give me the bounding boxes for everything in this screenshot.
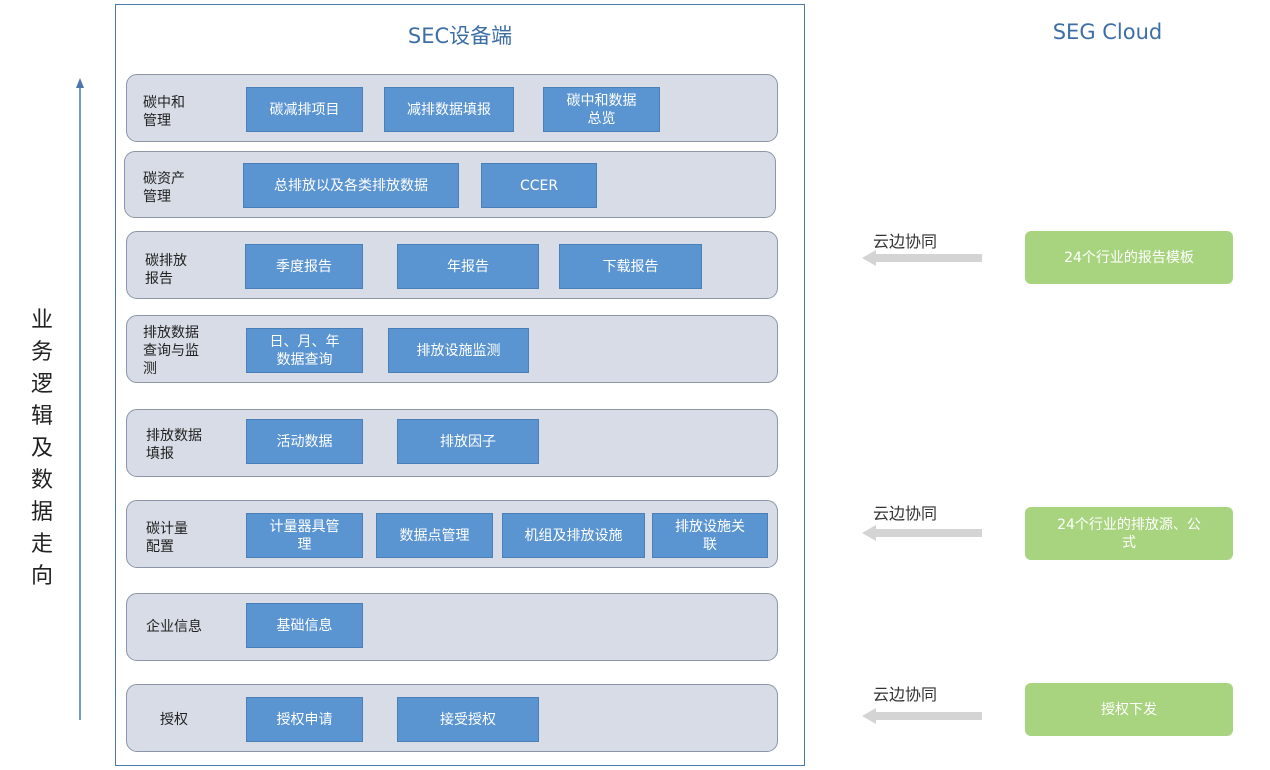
feature-chip: 接受授权 (397, 697, 539, 742)
feature-chip: 排放设施关联 (652, 513, 768, 558)
sec-device-frame (115, 4, 805, 766)
feature-chip: 排放设施监测 (388, 328, 529, 373)
module-row (126, 593, 778, 661)
feature-chip: 碳减排项目 (246, 87, 363, 132)
flow-arrow-icon (76, 78, 84, 720)
feature-chip: 日、月、年数据查询 (246, 328, 363, 373)
flow-label-char: 走 (30, 532, 53, 557)
flow-label-char: 向 (30, 564, 53, 589)
feature-chip: 总排放以及各类排放数据 (243, 163, 459, 208)
flow-label-char: 数 (30, 468, 53, 493)
feature-chip: CCER (481, 163, 597, 208)
feature-chip: 机组及排放设施 (502, 513, 645, 558)
sync-arrow-icon (862, 708, 982, 724)
module-row-label: 碳中和管理 (143, 95, 185, 129)
module-row-label: 碳排放报告 (145, 253, 187, 287)
feature-chip: 计量器具管理 (246, 513, 363, 558)
feature-chip: 减排数据填报 (384, 87, 514, 132)
flow-label-char: 逻 (30, 372, 53, 397)
feature-chip: 碳中和数据总览 (543, 87, 660, 132)
cloud-sync-label: 云边协同 (873, 685, 938, 704)
sec-title: SEC设备端 (407, 24, 513, 48)
flow-label-char: 据 (30, 500, 53, 525)
module-row-label: 碳计量配置 (146, 521, 188, 555)
module-row-label: 碳资产管理 (143, 171, 185, 205)
feature-chip: 基础信息 (246, 603, 363, 648)
feature-chip: 排放因子 (397, 419, 539, 464)
sync-arrow-icon (862, 525, 982, 541)
flow-label-char: 务 (30, 340, 53, 365)
module-row-label: 排放数据查询与监测 (143, 325, 199, 377)
cloud-resource-box: 24个行业的报告模板 (1025, 231, 1233, 284)
cloud-resource-box: 授权下发 (1025, 683, 1233, 736)
feature-chip: 活动数据 (246, 419, 363, 464)
feature-chip: 季度报告 (245, 244, 363, 289)
cloud-title: SEG Cloud (1052, 20, 1163, 44)
feature-chip: 授权申请 (246, 697, 363, 742)
cloud-sync-label: 云边协同 (873, 232, 938, 251)
flow-label-char: 业 (30, 308, 53, 333)
flow-label-char: 及 (30, 436, 53, 461)
sync-arrow-icon (862, 250, 982, 266)
module-row-label: 授权 (160, 712, 188, 728)
flow-label-char: 辑 (30, 404, 53, 429)
cloud-resource-box: 24个行业的排放源、公式 (1025, 507, 1233, 560)
feature-chip: 下载报告 (559, 244, 702, 289)
feature-chip: 年报告 (397, 244, 539, 289)
flow-direction-label: 业务逻辑及数据走向 (22, 305, 62, 593)
module-row-label: 排放数据填报 (146, 428, 202, 462)
module-row-label: 企业信息 (146, 619, 202, 635)
feature-chip: 数据点管理 (376, 513, 493, 558)
cloud-sync-label: 云边协同 (873, 504, 938, 523)
